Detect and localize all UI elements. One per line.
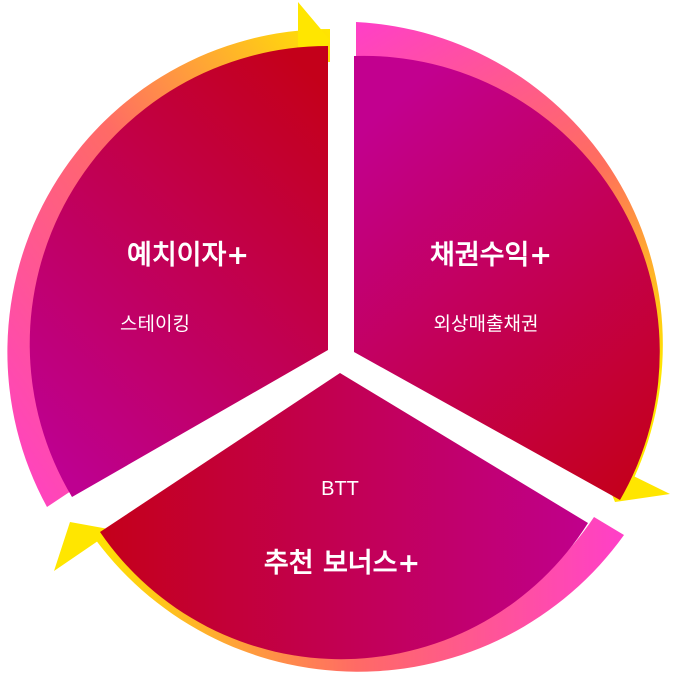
wedge-referral bbox=[100, 373, 588, 660]
staking-title: 예치이자+ bbox=[127, 240, 249, 271]
ring-arc-top-left bbox=[7, 29, 330, 507]
bonds-title: 채권수익+ bbox=[430, 240, 552, 271]
staking-subtitle: 스테이킹 bbox=[120, 313, 190, 335]
bonds-subtitle: 외상매출채권 bbox=[434, 313, 539, 335]
wedge-staking bbox=[29, 45, 329, 497]
referral-title: 추천 보너스+ bbox=[264, 548, 420, 579]
arrow-head-bottom bbox=[54, 522, 114, 571]
referral-subtitle: BTT bbox=[321, 478, 359, 500]
ring-arc-right bbox=[356, 22, 663, 478]
wedge-bonds bbox=[354, 55, 660, 500]
